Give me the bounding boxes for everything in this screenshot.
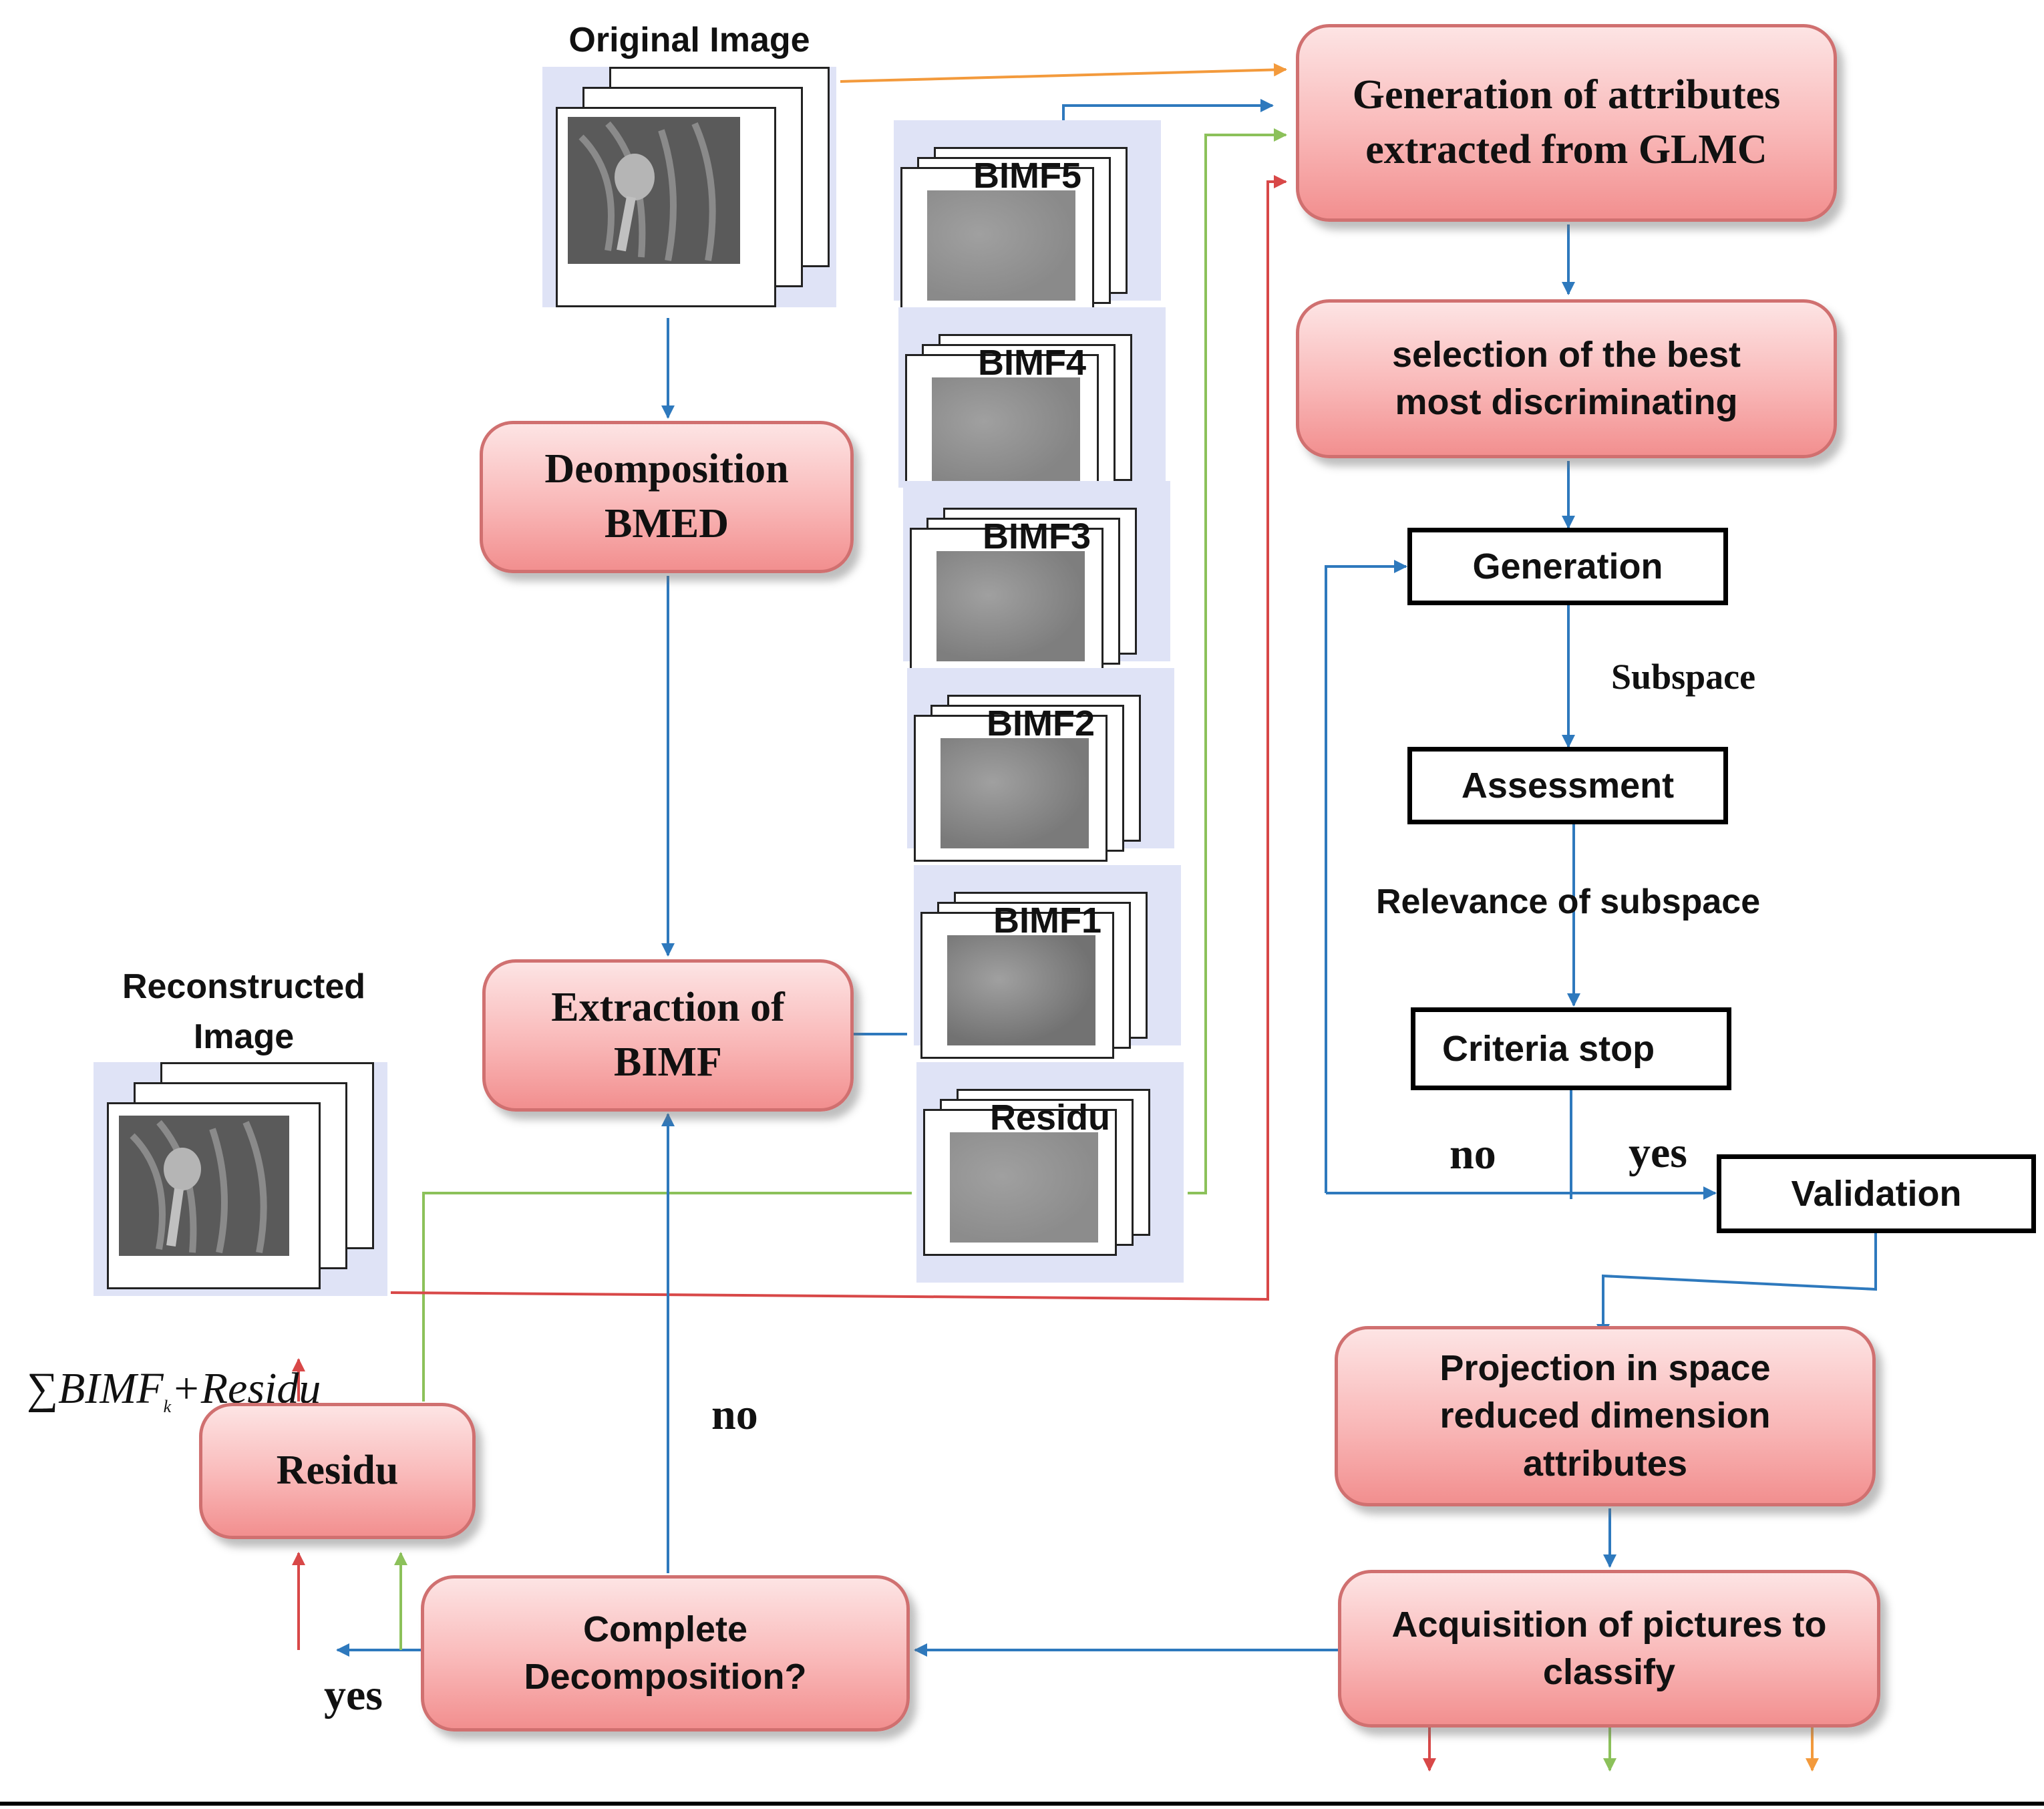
bimf2-label: BIMF2 xyxy=(987,703,1095,744)
bimf1-label: BIMF1 xyxy=(993,900,1101,941)
stack-residu: Residu xyxy=(916,1062,1184,1283)
residu-label: Residu xyxy=(989,1098,1111,1138)
decomposition-box: Deomposition BMED xyxy=(480,421,854,573)
original-image-label: Original Image xyxy=(568,21,810,59)
residu-thumbnail xyxy=(950,1132,1098,1243)
assessment-box: Assessment xyxy=(1407,747,1728,824)
mammogram-thumbnail xyxy=(568,117,740,264)
yes-validation-label: yes xyxy=(1629,1128,1687,1177)
original-image-stack: Original Image xyxy=(542,0,836,314)
reconstructed-image-label: Reconstructed Image xyxy=(122,967,366,1057)
acquisition-box: Acquisition of pictures to classify xyxy=(1338,1570,1880,1728)
stack-bimf5: BIMF5 xyxy=(894,120,1161,314)
bimf5-label: BIMF5 xyxy=(973,156,1081,196)
generation-box: Generation xyxy=(1407,528,1728,605)
complete-decomposition-box: Complete Decomposition? xyxy=(421,1575,910,1732)
arrow-residu-stack-to-glmc xyxy=(1188,128,1287,1194)
stack-bimf1: BIMF1 xyxy=(914,865,1181,1059)
arrow-original-to-glmc xyxy=(840,63,1287,83)
glmc-box: Generation of attributes extracted from … xyxy=(1296,24,1837,222)
selection-box: selection of the best most discriminatin… xyxy=(1296,299,1837,458)
relevance-label: Relevance of subspace xyxy=(1376,882,1761,921)
arrow-validation-to-projection xyxy=(1596,1230,1877,1337)
bimf4-thumbnail xyxy=(932,377,1080,488)
formula: ∑BIMFk+Residu xyxy=(27,1364,321,1417)
bimf1-thumbnail xyxy=(947,935,1095,1045)
stack-bimf2: BIMF2 xyxy=(907,668,1174,862)
arrow-reconstructed-to-glmc xyxy=(390,175,1287,1301)
yes-complete-label: yes xyxy=(324,1671,383,1719)
criteria-stop-box: Criteria stop xyxy=(1411,1007,1731,1090)
arrow-criteria-no-to-generation xyxy=(1325,560,1407,1193)
bimf3-thumbnail xyxy=(936,551,1085,661)
subspace-label: Subspace xyxy=(1611,657,1756,697)
reconstructed-image-stack: Reconstructed Image xyxy=(94,955,394,1303)
extraction-box: Extraction of BIMF xyxy=(482,959,854,1112)
stack-bimf3: BIMF3 xyxy=(903,481,1170,675)
bimf4-label: BIMF4 xyxy=(978,343,1086,383)
line-residu-stack-to-residu-box xyxy=(422,1192,912,1402)
bimf5-thumbnail xyxy=(927,190,1075,301)
no-complete-label: no xyxy=(711,1390,758,1439)
bimf3-label: BIMF3 xyxy=(983,516,1091,556)
no-loop-label: no xyxy=(1450,1130,1496,1178)
bimf2-thumbnail xyxy=(941,738,1089,848)
reconstructed-thumbnail xyxy=(119,1116,289,1256)
validation-box: Validation xyxy=(1717,1154,2036,1233)
residu-box: Residu xyxy=(199,1403,476,1539)
stack-bimf4: BIMF4 xyxy=(898,307,1166,501)
projection-box: Projection in space reduced dimension at… xyxy=(1335,1326,1876,1506)
